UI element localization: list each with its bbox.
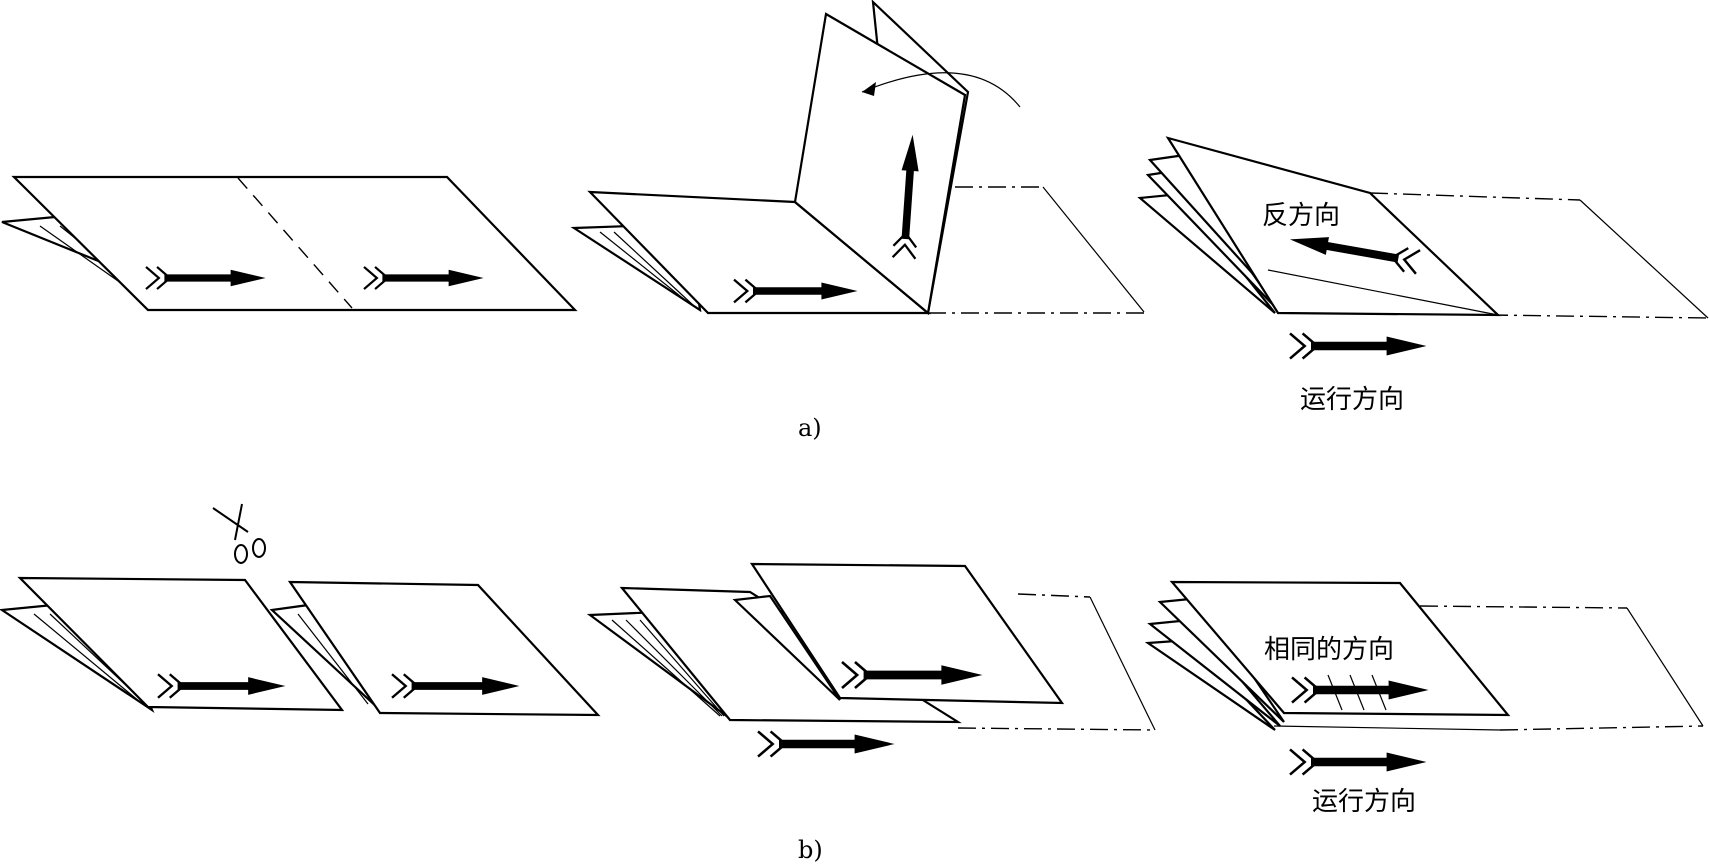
- sheet-under: [732, 594, 841, 701]
- sheet-left: [17, 576, 345, 712]
- panel-a-step3: 反方向 运行方向: [1137, 136, 1709, 415]
- sheet-top: [749, 562, 1065, 705]
- label-same-direction: 相同的方向: [1264, 635, 1394, 665]
- label-run-direction: 运行方向: [1300, 385, 1404, 415]
- run-direction-arrow-icon: [1290, 333, 1427, 358]
- sheet-top: [11, 175, 578, 312]
- sheet-top: [1169, 580, 1511, 717]
- caption-b: b): [798, 836, 823, 864]
- panel-b-step3: 相同的方向 运行方向: [1144, 580, 1704, 817]
- panel-a-step2: [570, 0, 1145, 316]
- run-direction-arrow-icon: [758, 731, 895, 756]
- run-direction-arrow-icon: [1290, 749, 1427, 774]
- label-reverse-direction: 反方向: [1262, 201, 1340, 231]
- panel-b-step2: [586, 562, 1156, 757]
- sheet-raised: [793, 12, 967, 316]
- caption-a: a): [798, 414, 822, 442]
- label-run-direction: 运行方向: [1312, 787, 1416, 817]
- scissors-icon: [212, 503, 266, 564]
- panel-b-step1: [0, 576, 601, 717]
- panel-a-step1: [1, 175, 578, 312]
- sheet-right: [287, 580, 601, 717]
